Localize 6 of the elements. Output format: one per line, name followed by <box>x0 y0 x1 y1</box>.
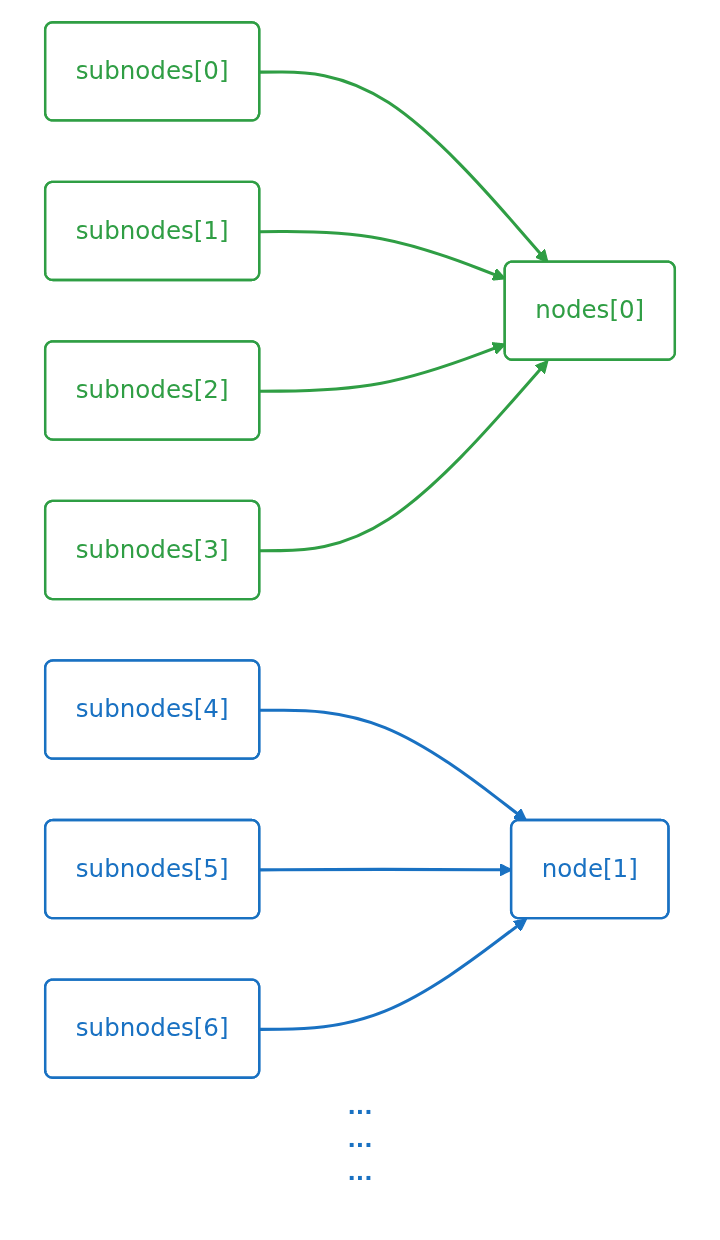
ellipsis-text: ... <box>346 1093 374 1121</box>
arrow <box>260 918 528 1031</box>
ellipsis-text: ... <box>346 1159 374 1187</box>
ellipsis-text: ... <box>346 1126 374 1154</box>
arrow <box>260 708 528 822</box>
arrow <box>260 359 549 553</box>
